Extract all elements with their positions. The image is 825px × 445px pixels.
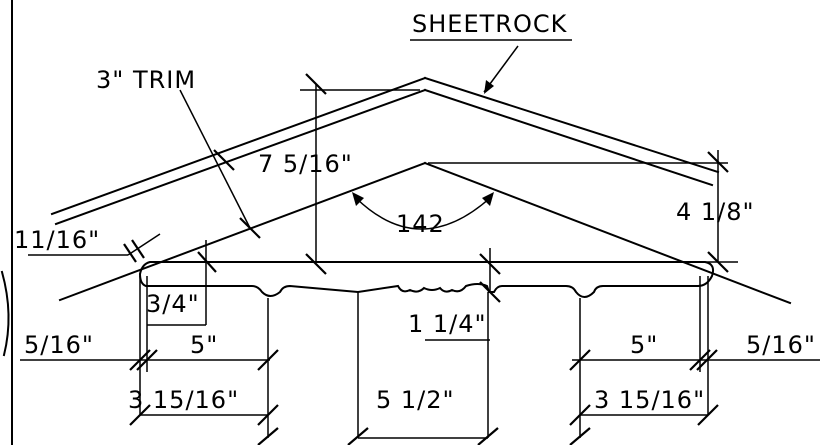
label-center-span: 5 1/2" — [376, 386, 455, 414]
structure-lines — [20, 39, 820, 439]
label-right-five: 5" — [630, 331, 658, 359]
sheetrock-profile — [138, 261, 715, 298]
dimension-ticks — [123, 73, 729, 445]
label-trim-thickness: 11/16" — [14, 226, 100, 254]
label-center-drop: 1 1/4" — [408, 310, 487, 338]
label-left-five: 5" — [190, 331, 218, 359]
arrowheads — [352, 80, 494, 206]
label-trim: 3" TRIM — [96, 66, 196, 94]
label-right-edge: 5/16" — [746, 331, 816, 359]
label-height-right: 4 1/8" — [676, 198, 755, 226]
frame-arc — [0, 270, 10, 357]
label-right-span: 3 15/16" — [594, 386, 705, 414]
label-lip: 3/4" — [146, 290, 200, 318]
inner-gable — [58, 161, 792, 305]
label-sheetrock: SHEETROCK — [412, 10, 568, 38]
label-angle: 142 — [396, 210, 445, 238]
label-left-span: 3 15/16" — [128, 386, 239, 414]
label-height-outer: 7 5/16" — [258, 150, 353, 178]
label-left-edge: 5/16" — [24, 331, 94, 359]
outer-roof-trim — [50, 76, 720, 226]
